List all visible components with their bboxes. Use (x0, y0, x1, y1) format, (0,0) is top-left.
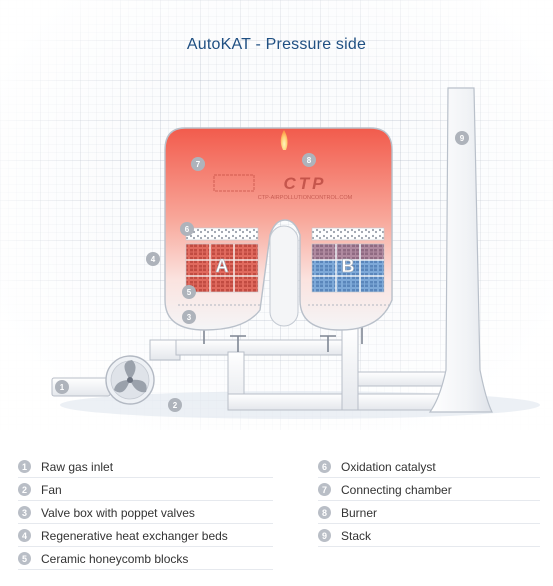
legend-label: Raw gas inlet (41, 459, 114, 474)
legend-number: 2 (18, 483, 31, 496)
marker-1: 1 (55, 380, 69, 394)
legend-number: 8 (318, 506, 331, 519)
legend-number: 6 (318, 460, 331, 473)
svg-text:9: 9 (460, 134, 465, 143)
svg-text:2: 2 (173, 401, 178, 410)
stack (428, 87, 493, 413)
legend-number: 4 (18, 529, 31, 542)
legend-item-1: 1 Raw gas inlet (18, 456, 273, 478)
legend-number: 7 (318, 483, 331, 496)
legend: 1 Raw gas inlet 2 Fan 3 Valve box with p… (0, 456, 553, 586)
legend-number: 1 (18, 460, 31, 473)
legend-number: 3 (18, 506, 31, 519)
legend-item-9: 9 Stack (318, 525, 540, 547)
heat-exchanger-bed-a: A (185, 243, 259, 293)
svg-text:3: 3 (187, 313, 192, 322)
process-diagram: CTP CTP-AIRPOLLUTIONCONTROL.COM A B (51, 87, 540, 419)
heat-exchanger-bed-b: B (311, 243, 385, 293)
burner-flame (280, 130, 288, 150)
legend-item-7: 7 Connecting chamber (318, 479, 540, 501)
bed-b-label: B (342, 256, 355, 276)
legend-item-3: 3 Valve box with poppet valves (18, 502, 273, 524)
marker-8: 8 (302, 153, 316, 167)
svg-text:6: 6 (185, 225, 190, 234)
svg-text:8: 8 (307, 156, 312, 165)
catalyst-layer-a (185, 227, 259, 241)
legend-label: Oxidation catalyst (341, 459, 436, 474)
legend-label: Fan (41, 482, 62, 497)
legend-label: Ceramic honeycomb blocks (41, 551, 189, 566)
legend-number: 5 (18, 552, 31, 565)
divider-wall (269, 225, 299, 327)
legend-item-8: 8 Burner (318, 502, 540, 524)
marker-7: 7 (191, 157, 205, 171)
legend-label: Burner (341, 505, 378, 520)
legend-label: Valve box with poppet valves (41, 505, 195, 520)
svg-text:1: 1 (60, 383, 65, 392)
right-riser (341, 327, 359, 411)
legend-label: Connecting chamber (341, 482, 452, 497)
ctp-watermark: CTP CTP-AIRPOLLUTIONCONTROL.COM (213, 174, 353, 201)
svg-text:5: 5 (187, 288, 192, 297)
svg-text:7: 7 (196, 160, 201, 169)
marker-5: 5 (182, 285, 196, 299)
watermark-url-text: CTP-AIRPOLLUTIONCONTROL.COM (258, 195, 353, 201)
marker-6: 6 (180, 222, 194, 236)
watermark-logo-text: CTP (284, 174, 327, 193)
marker-2: 2 (168, 398, 182, 412)
fan (105, 355, 155, 405)
legend-item-2: 2 Fan (18, 479, 273, 501)
header-duct (175, 339, 352, 356)
catalyst-layer-b (311, 227, 385, 241)
legend-label: Stack (341, 528, 372, 543)
markers: 1 2 3 4 5 6 7 8 (55, 131, 469, 412)
svg-text:4: 4 (151, 255, 156, 264)
marker-4: 4 (146, 252, 160, 266)
legend-label: Regenerative heat exchanger beds (41, 528, 228, 543)
legend-item-4: 4 Regenerative heat exchanger beds (18, 525, 273, 547)
bed-a-label: A (216, 256, 229, 276)
marker-9: 9 (455, 131, 469, 145)
legend-item-5: 5 Ceramic honeycomb blocks (18, 548, 273, 570)
diagram-title: AutoKAT - Pressure side (186, 36, 367, 53)
legend-number: 9 (318, 529, 331, 542)
legend-item-6: 6 Oxidation catalyst (318, 456, 540, 478)
marker-3: 3 (182, 310, 196, 324)
